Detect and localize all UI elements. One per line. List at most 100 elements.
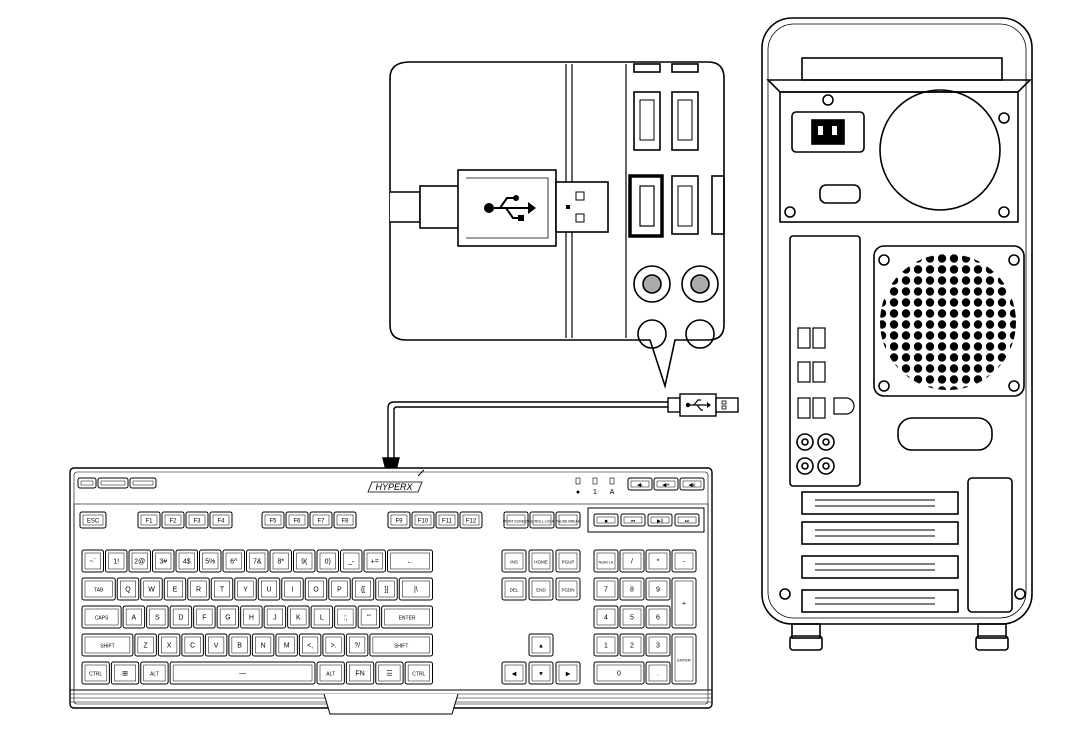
key-numpad[interactable]: 8 [619,577,645,601]
key-function[interactable]: F3 [185,511,209,529]
key-numpad[interactable]: ENTER [671,633,697,685]
keyboard-key[interactable]: S [146,605,169,629]
key-numpad[interactable]: / [619,549,645,573]
keyboard-key[interactable]: CTRL [81,661,110,685]
media-key[interactable]: ⏭ [674,513,700,527]
key-arrow-up[interactable]: ▲ [528,633,554,657]
key-function[interactable]: F5 [261,511,285,529]
keyboard-key[interactable]: J [263,605,287,629]
keyboard-key[interactable]: 9( [293,549,316,573]
keyboard-key[interactable]: ALT [140,661,169,685]
keyboard-key[interactable]: Q [116,577,140,601]
keyboard-key[interactable]: += [363,549,386,573]
keyboard-key[interactable]: ⊞ [110,661,140,685]
game-mode-button[interactable] [77,477,97,489]
keyboard-key[interactable]: K [287,605,310,629]
keyboard-key[interactable]: 3# [152,549,175,573]
highlighted-usb-port[interactable] [628,174,664,238]
keyboard-key[interactable]: _- [340,549,363,573]
keyboard-key[interactable]: >. [322,633,345,657]
keyboard-key[interactable]: <, [298,633,322,657]
key-numpad[interactable]: 4 [593,605,619,629]
keyboard-key[interactable]: "' [357,605,381,629]
keyboard-key[interactable]: 1! [105,549,128,573]
keyboard-key[interactable]: 7& [246,549,269,573]
keyboard-key[interactable]: ?/ [345,633,369,657]
key-numpad[interactable]: 2 [619,633,645,657]
key-arrow-left[interactable]: ◀ [501,661,527,685]
keyboard-key[interactable]: V [204,633,228,657]
key-numpad[interactable]: 0 [593,661,645,685]
keyboard-key[interactable]: X [157,633,181,657]
keyboard-key[interactable]: :; [334,605,357,629]
keyboard-key[interactable]: F [193,605,216,629]
key-numpad[interactable]: 3 [645,633,671,657]
keyboard-key[interactable]: E [163,577,187,601]
keyboard-key[interactable]: SHIFT [81,633,134,657]
rear-usb-ports[interactable] [797,327,826,419]
key-esc[interactable]: ESC [79,511,107,529]
key-function[interactable]: F12 [459,511,483,529]
keyboard-key[interactable]: ~` [81,549,104,573]
key-numpad[interactable]: 7 [593,577,619,601]
keyboard-key[interactable]: 6^ [222,549,245,573]
keyboard-key[interactable]: ☰ [375,661,404,685]
key-function[interactable]: F9 [387,511,411,529]
key-function[interactable]: F11 [435,511,459,529]
key-nav[interactable]: PAUSE BREAK [555,511,581,529]
keyboard-key[interactable]: L [310,605,334,629]
brightness-button[interactable] [97,477,129,489]
keyboard-key[interactable]: CTRL [404,661,433,685]
key-numpad[interactable]: + [671,577,697,629]
keyboard-key[interactable]: I [281,577,304,601]
keyboard-key[interactable]: G [216,605,240,629]
keyboard-key[interactable]: U [257,577,281,601]
media-key[interactable]: ■ [593,513,619,527]
keyboard-key[interactable]: ← [387,549,433,573]
key-function[interactable]: F4 [209,511,233,529]
keyboard-key[interactable]: ALT [316,661,345,685]
keyboard-key[interactable]: W [140,577,163,601]
keyboard-key[interactable]: ENTER [381,605,433,629]
keyboard-key[interactable]: D [169,605,193,629]
keyboard-key[interactable]: FN [345,661,375,685]
key-nav[interactable]: HOME [528,549,554,573]
key-nav[interactable]: INS [501,549,527,573]
keyboard-key[interactable]: SHIFT [369,633,433,657]
volume-key[interactable]: ◀- [627,477,653,491]
keyboard-key[interactable]: — [169,661,316,685]
key-function[interactable]: F1 [137,511,161,529]
keyboard-key[interactable]: |\ [398,577,433,601]
key-numpad[interactable]: 6 [645,605,671,629]
key-nav[interactable]: PGDN [555,577,581,601]
key-function[interactable]: F7 [309,511,333,529]
keyboard-key[interactable]: O [304,577,328,601]
key-numpad[interactable]: NUM LK [593,549,619,573]
keyboard-key[interactable]: 5% [199,549,222,573]
keyboard-key[interactable]: CAPS [81,605,122,629]
keyboard-key[interactable]: P [328,577,351,601]
key-arrow-right[interactable]: ▶ [555,661,581,685]
keyboard-key[interactable]: {[ [351,577,375,601]
keyboard-key[interactable]: C [181,633,204,657]
lighting-mode-button[interactable] [129,477,157,489]
keyboard-key[interactable]: 8* [269,549,292,573]
key-nav[interactable]: SCROLL LOCK [529,511,555,529]
key-numpad[interactable]: . [645,661,671,685]
keyboard-key[interactable]: Z [134,633,157,657]
key-numpad[interactable]: 1 [593,633,619,657]
keyboard-key[interactable]: M [275,633,298,657]
keyboard-key[interactable]: }] [375,577,398,601]
keyboard-key[interactable]: 2@ [128,549,151,573]
keyboard-key[interactable]: Y [234,577,257,601]
key-nav[interactable]: END [528,577,554,601]
volume-key[interactable]: ◀+ [653,477,679,491]
key-function[interactable]: F6 [285,511,309,529]
keyboard-key[interactable]: 0) [316,549,339,573]
keyboard-key[interactable]: R [187,577,210,601]
keyboard-key[interactable]: B [228,633,251,657]
keyboard-key[interactable]: A [122,605,146,629]
media-key[interactable]: ⏮ [620,513,646,527]
keyboard-key[interactable]: N [251,633,275,657]
key-function[interactable]: F8 [333,511,357,529]
